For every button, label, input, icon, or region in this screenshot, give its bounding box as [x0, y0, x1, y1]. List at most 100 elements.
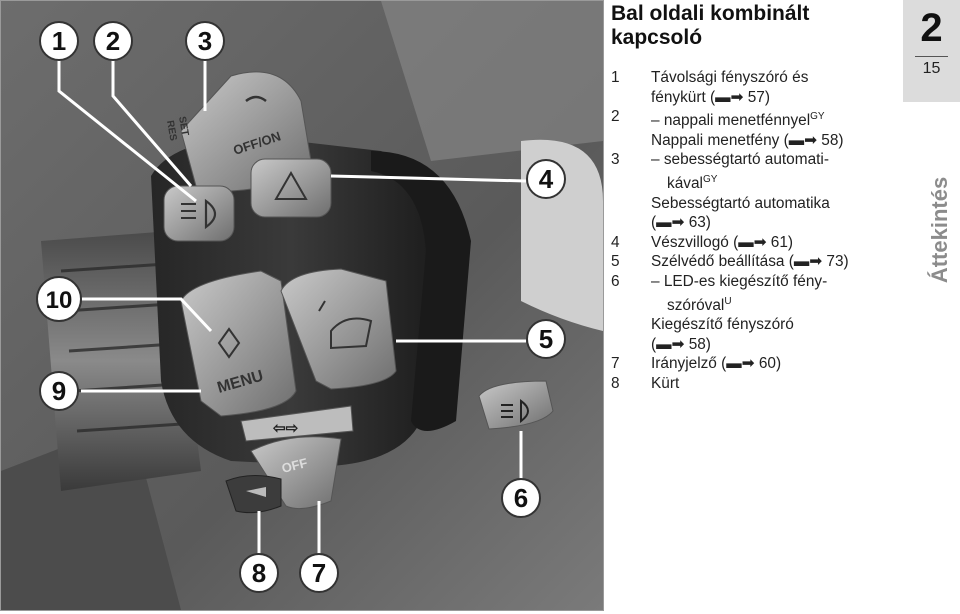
- legend-line: Kürt: [651, 374, 896, 394]
- legend-line: Kiegészítő fényszóró: [651, 315, 896, 335]
- callout-badges: 1 2 3 4 5 6 7 8 9 10: [36, 21, 566, 593]
- chapter-number: 2: [920, 6, 943, 50]
- callout-3: 3: [185, 21, 225, 61]
- headlight-icon: [204, 198, 217, 230]
- callout-2: 2: [93, 21, 133, 61]
- legend-line-text: Irányjelző (▬➡ 60): [651, 355, 782, 373]
- legend-number: 6: [611, 272, 620, 290]
- svg-text:7: 7: [312, 558, 326, 588]
- turn-arrows-icon: ⇦⇨: [272, 420, 299, 437]
- windshield-button[interactable]: [280, 268, 397, 390]
- heading-line-2: kapcsoló: [611, 26, 703, 49]
- legend-text: Irányjelző (▬➡ 60): [651, 354, 896, 374]
- legend-number: 5: [611, 253, 620, 271]
- chapter-tab: 2 15: [903, 0, 960, 102]
- legend-text: Vészvillogó (▬➡ 61): [651, 233, 896, 253]
- legend-number: 3: [611, 151, 620, 169]
- legend-number: 7: [611, 355, 620, 373]
- legend-line: Távolsági fényszóró és: [651, 68, 896, 88]
- callout-5: 5: [526, 319, 566, 359]
- turn-signal-switch[interactable]: ⇦⇨ OFF: [240, 405, 354, 510]
- legend-line: – sebességtartó automati-: [651, 150, 896, 170]
- callout-6: 6: [501, 478, 541, 518]
- handlebar-mount: [381, 1, 603, 161]
- variant-superscript: U: [724, 295, 732, 307]
- set-label: SET: [176, 116, 190, 137]
- legend-line: Irányjelző (▬➡ 60): [651, 354, 896, 374]
- legend-text: Szélvédő beállítása (▬➡ 73): [651, 252, 896, 272]
- svg-text:4: 4: [539, 164, 554, 194]
- page-heading: Bal oldali kombinált kapcsoló: [611, 2, 896, 50]
- legend-item: 8 Kürt: [611, 374, 896, 394]
- legend-number: 1: [611, 69, 620, 86]
- callout-8: 8: [239, 553, 279, 593]
- daytime-light-button[interactable]: [163, 185, 235, 242]
- legend-number: 2: [611, 108, 620, 126]
- legend-line-text: (▬➡ 63): [651, 214, 711, 232]
- legend-line: (▬➡ 63): [651, 213, 896, 233]
- legend-line: fénykürt (▬➡ 57): [651, 88, 896, 108]
- page-number: 15: [922, 60, 941, 77]
- svg-text:6: 6: [514, 483, 528, 513]
- legend-text: Kürt: [651, 374, 896, 394]
- variant-superscript: GY: [702, 173, 718, 185]
- legend-line-text: Sebességtartó automatika: [651, 194, 830, 212]
- legend-line-text: – sebességtartó automati-: [651, 151, 829, 169]
- section-label: Áttekintés: [927, 176, 952, 284]
- legend-line-text: (▬➡ 58): [651, 335, 711, 353]
- legend-item: 7 Irányjelző (▬➡ 60): [611, 354, 896, 374]
- legend-line-text: Kiegészítő fényszóró: [651, 316, 794, 334]
- legend-line: – nappali menetfénnyelGY: [651, 107, 896, 131]
- legend-line-text: Nappali menetfény (▬➡ 58): [651, 131, 844, 149]
- svg-text:10: 10: [46, 287, 73, 314]
- auxiliary-light-button[interactable]: [478, 380, 554, 430]
- svg-text:9: 9: [52, 376, 66, 406]
- horn-button[interactable]: [225, 475, 282, 514]
- svg-text:5: 5: [539, 324, 553, 354]
- legend-line-text: szóróval: [667, 296, 725, 314]
- legend-line: (▬➡ 58): [651, 335, 896, 355]
- legend-text: – sebességtartó automati-kávalGY Sebesség…: [651, 150, 896, 232]
- windshield-icon: [330, 317, 373, 350]
- legend-item: 5 Szélvédő beállítása (▬➡ 73): [611, 252, 896, 272]
- legend-line-text: Vészvillogó (▬➡ 61): [651, 233, 794, 251]
- legend-number: 4: [611, 233, 620, 251]
- res-label: RES: [164, 120, 178, 142]
- legend-line-text: – LED-es kiegészítő fény-: [651, 272, 828, 290]
- menu-diamond-icon: [217, 327, 241, 359]
- legend-line: szóróvalU: [651, 292, 896, 316]
- legend-line: Sebességtartó automatika: [651, 194, 896, 214]
- legend-line: Vészvillogó (▬➡ 61): [651, 233, 896, 253]
- legend-line: – LED-es kiegészítő fény-: [651, 272, 896, 292]
- heading-line-1: Bal oldali kombinált: [611, 2, 810, 25]
- svg-text:1: 1: [52, 26, 66, 56]
- legend-line-text: Szélvédő beállítása (▬➡ 73): [651, 253, 849, 271]
- menu-rocker[interactable]: MENU: [180, 270, 297, 417]
- turn-off-label: OFF: [280, 455, 309, 476]
- callout-10: 10: [36, 276, 82, 322]
- fog-light-icon: [501, 399, 529, 423]
- legend-column: Bal oldali kombinált kapcsoló 1 Távolsági…: [611, 0, 896, 394]
- callout-7: 7: [299, 553, 339, 593]
- leader-lines: [57, 59, 527, 556]
- turn-signal-bar: [240, 405, 354, 442]
- legend-line-text: kával: [667, 174, 703, 192]
- callout-1: 1: [39, 21, 79, 61]
- svg-text:8: 8: [252, 558, 266, 588]
- housing-side: [371, 151, 471, 431]
- callout-4: 4: [526, 159, 566, 199]
- legend-line: Szélvédő beállítása (▬➡ 73): [651, 252, 896, 272]
- callout-9: 9: [39, 371, 79, 411]
- legend-item: 3 – sebességtartó automati-kávalGY Sebessé…: [611, 150, 896, 232]
- switch-photo-figure: SET RES OFF/ON MENU ⇦⇨ OFF: [0, 0, 604, 611]
- legend-line-text: fénykürt (▬➡ 57): [651, 88, 770, 106]
- svg-text:2: 2: [106, 26, 120, 56]
- horn-icon: [246, 487, 266, 497]
- hazard-button[interactable]: [250, 158, 332, 218]
- legend-number: 8: [611, 374, 620, 392]
